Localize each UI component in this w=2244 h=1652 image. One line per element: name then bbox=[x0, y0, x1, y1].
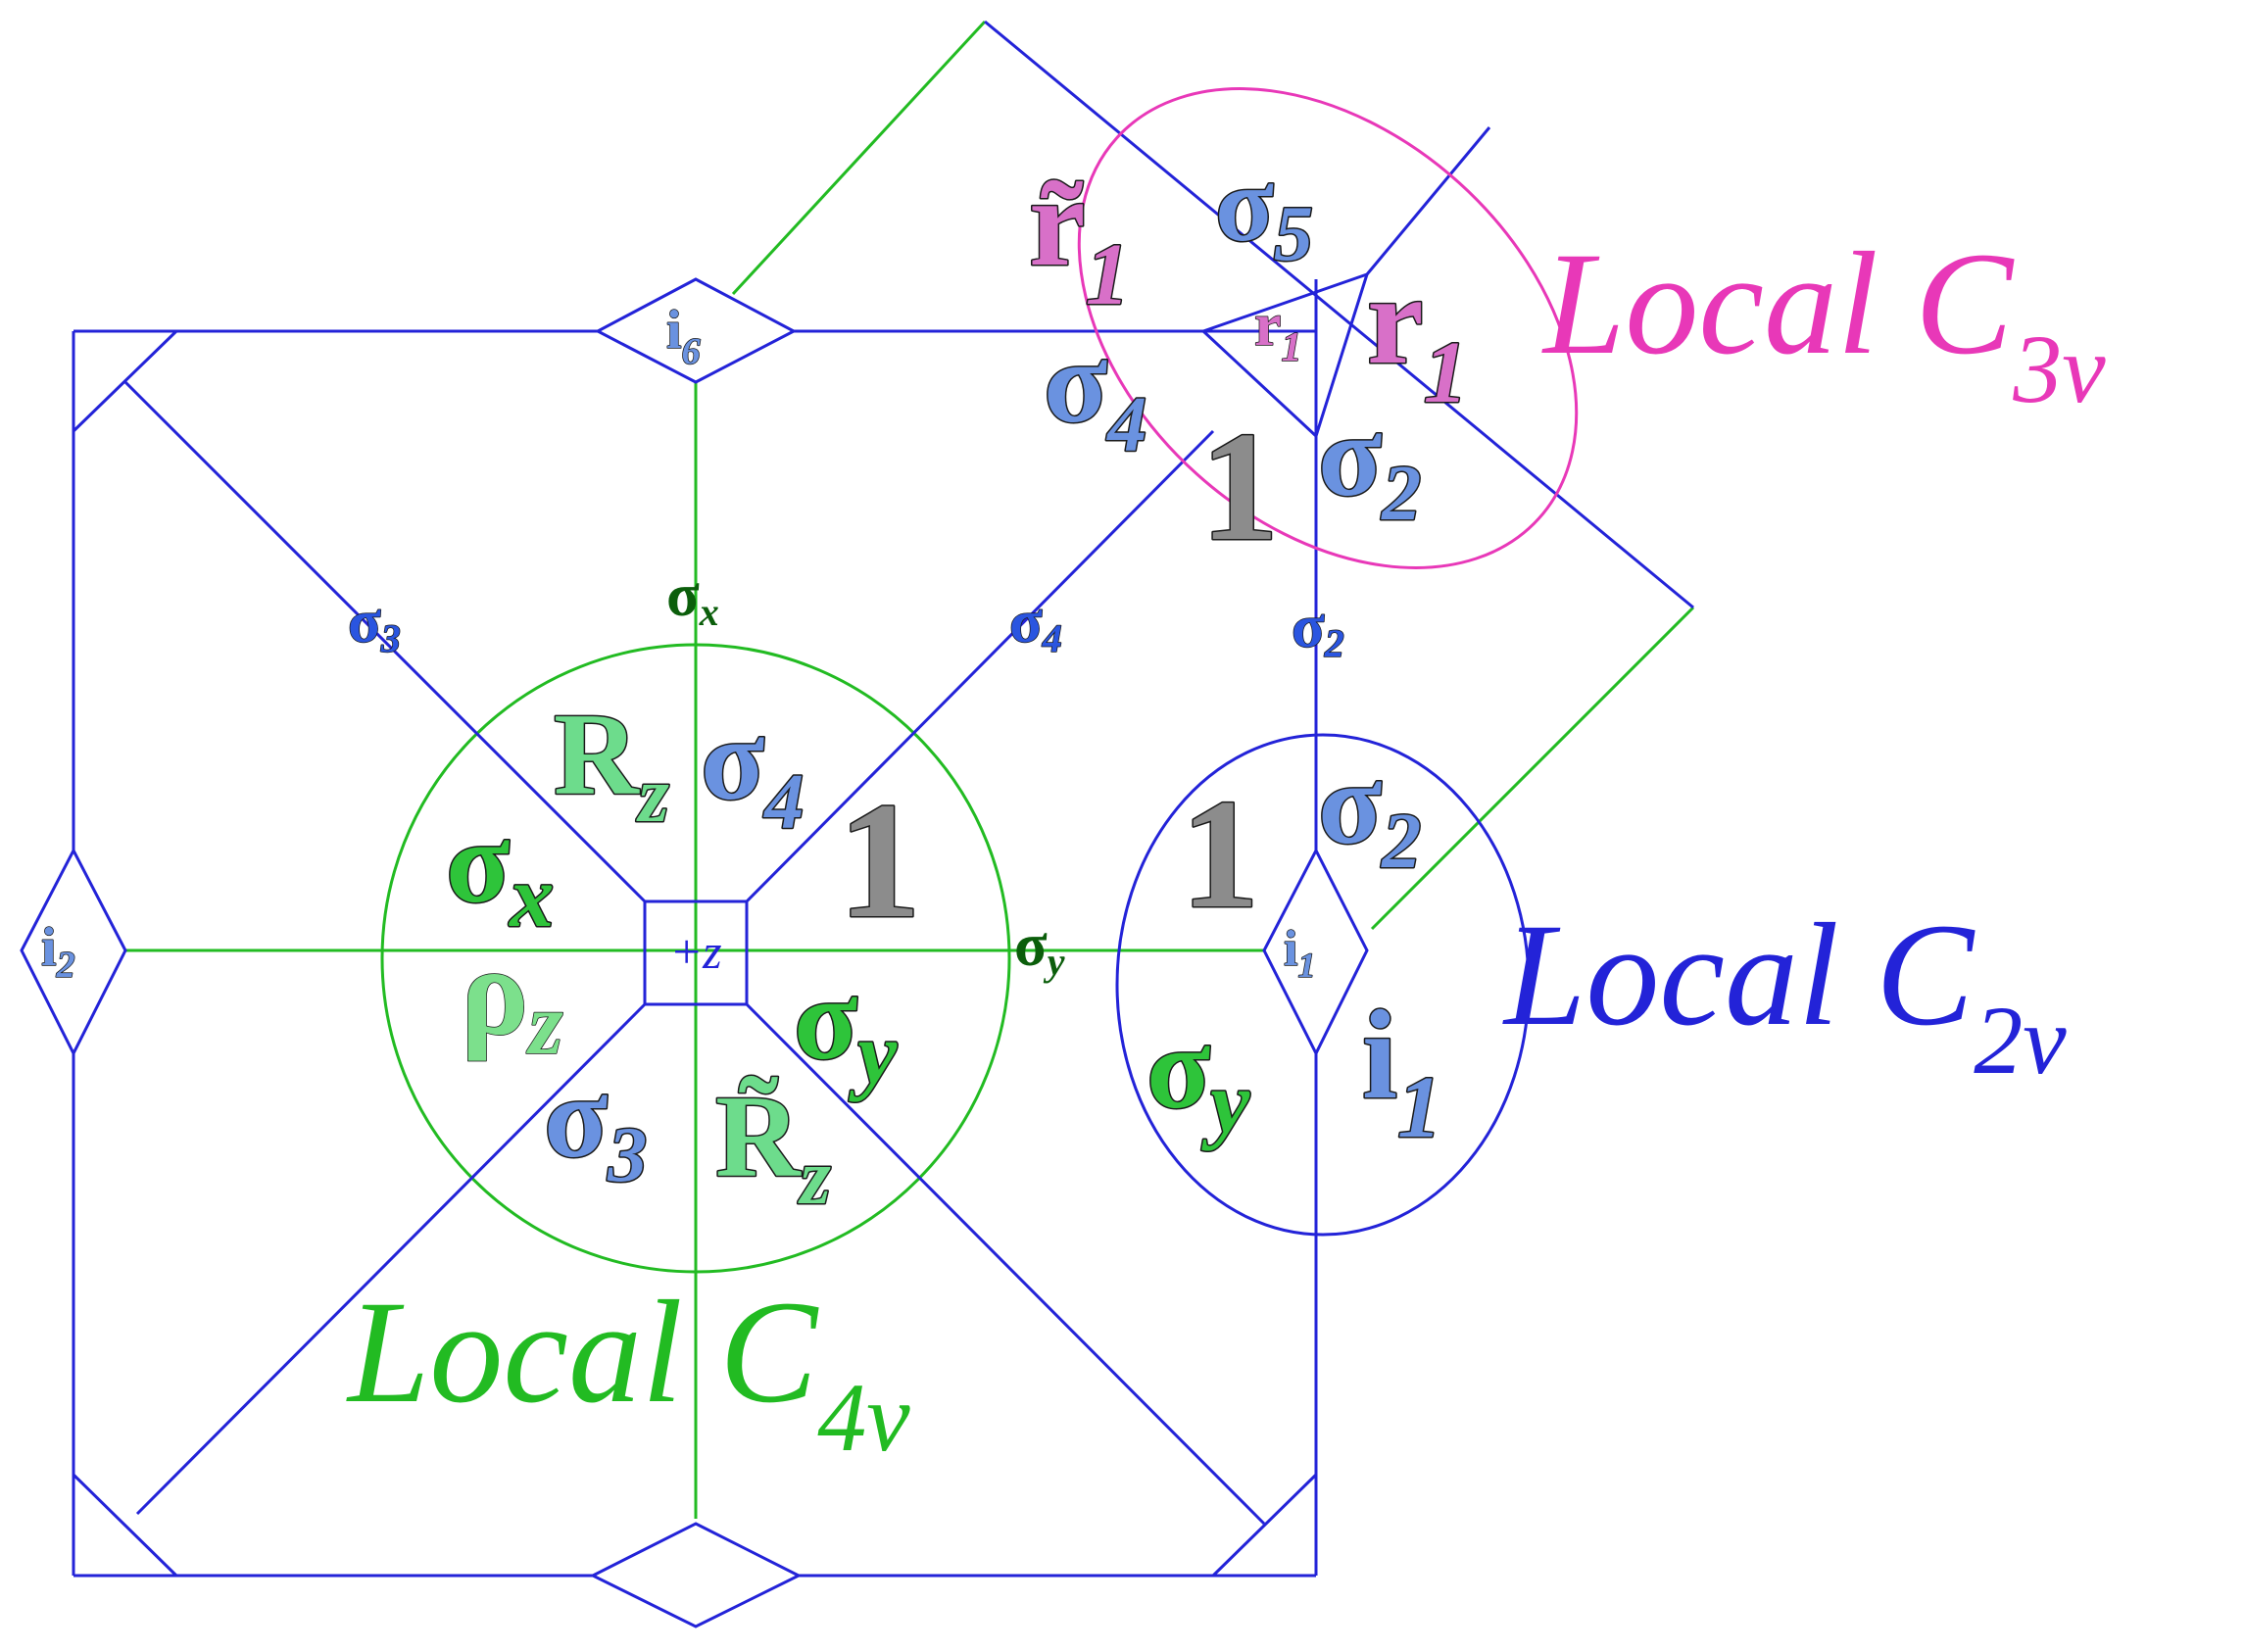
c2v-sigma2: σ2 bbox=[1318, 738, 1421, 885]
plane-label-sigma2: σ2 bbox=[1292, 594, 1344, 665]
diamond-bottom bbox=[589, 1522, 803, 1628]
corner-tl bbox=[72, 329, 178, 433]
c3v-ray bbox=[1365, 126, 1491, 275]
center-box-label: +z bbox=[669, 924, 721, 979]
c3v-sigma5: σ5 bbox=[1215, 144, 1313, 277]
diag-lower-right bbox=[745, 1002, 1266, 1526]
center-square bbox=[643, 899, 749, 1006]
region-title-c3v: Local C3v bbox=[1541, 222, 2106, 423]
c4v-sigma-x: σx bbox=[446, 797, 554, 946]
c4v-one: 1 bbox=[838, 768, 921, 952]
diamond-i1 bbox=[1262, 847, 1369, 1057]
diag-lower-left bbox=[135, 1002, 647, 1516]
plane-label-sigma4: σ4 bbox=[1009, 589, 1062, 660]
plane-labels: σ3 σx σ4 σ2 σy bbox=[347, 562, 1344, 984]
c3v-sigma2: σ2 bbox=[1318, 390, 1421, 537]
c4v-sigma4: σ4 bbox=[701, 694, 804, 846]
c2v-i1: i1 bbox=[1362, 985, 1441, 1156]
vertex-label-i1: i1 bbox=[1284, 921, 1315, 985]
top-diagonal-long bbox=[984, 20, 1694, 609]
diamonds bbox=[20, 277, 1369, 1628]
diag-upper-left bbox=[123, 380, 647, 903]
c4v-Rz: Rz bbox=[554, 689, 669, 839]
green-axes bbox=[125, 20, 1695, 1519]
vertex-label-i6: i6 bbox=[666, 300, 701, 372]
plane-label-sigma3: σ3 bbox=[348, 589, 401, 660]
plane-label-sigma-x: σx bbox=[666, 562, 719, 634]
vertex-labels: i6 i2 i1 bbox=[40, 299, 1316, 987]
c3v-sigma4: σ4 bbox=[1044, 316, 1146, 468]
c2v-one: 1 bbox=[1181, 766, 1259, 941]
c3v-r1-tilde: r̃1 bbox=[1029, 152, 1130, 323]
region-title-c4v: Local C4v bbox=[346, 1271, 910, 1472]
c3v-r1-small: r1 bbox=[1254, 292, 1302, 370]
c3v-ellipse bbox=[1077, 87, 1579, 569]
c3v-r1: r1 bbox=[1367, 250, 1468, 421]
diamond-i6 bbox=[594, 277, 798, 384]
corner-bl bbox=[72, 1473, 178, 1578]
c3v-one: 1 bbox=[1200, 399, 1279, 573]
region-titles: Local C3v Local C2v Local C4v bbox=[346, 222, 2106, 1472]
plane-label-sigma-y: σy bbox=[1014, 912, 1065, 984]
c4v-sigma3: σ3 bbox=[544, 1051, 647, 1198]
top-green-diagonal bbox=[731, 20, 987, 296]
c4v-sigma-y: σy bbox=[794, 953, 898, 1102]
corner-br bbox=[1211, 1473, 1318, 1578]
c2v-ellipse bbox=[1115, 733, 1531, 1237]
diag-upper-right bbox=[745, 429, 1215, 903]
c2v-sigma-y: σy bbox=[1146, 1002, 1250, 1151]
c4v-circle bbox=[380, 643, 1011, 1274]
c4v-elements: Rz σ4 1 σx ρz σy σ3 R̃z bbox=[445, 688, 923, 1223]
c3v-elements: r̃1 σ5 r1 r1 σ4 1 σ2 bbox=[1028, 143, 1470, 575]
c2v-elements: 1 σ2 σy i1 bbox=[1146, 737, 1443, 1158]
c4v-Rz-tilde: R̃z bbox=[715, 1071, 831, 1221]
c3v-triangle bbox=[1201, 271, 1370, 439]
diamond-i2 bbox=[20, 847, 127, 1057]
region-title-c2v: Local C2v bbox=[1502, 894, 2067, 1094]
vertex-label-i2: i2 bbox=[41, 917, 75, 986]
c4v-rho-z: ρz bbox=[461, 921, 563, 1073]
right-green-diagonal bbox=[1370, 606, 1695, 931]
